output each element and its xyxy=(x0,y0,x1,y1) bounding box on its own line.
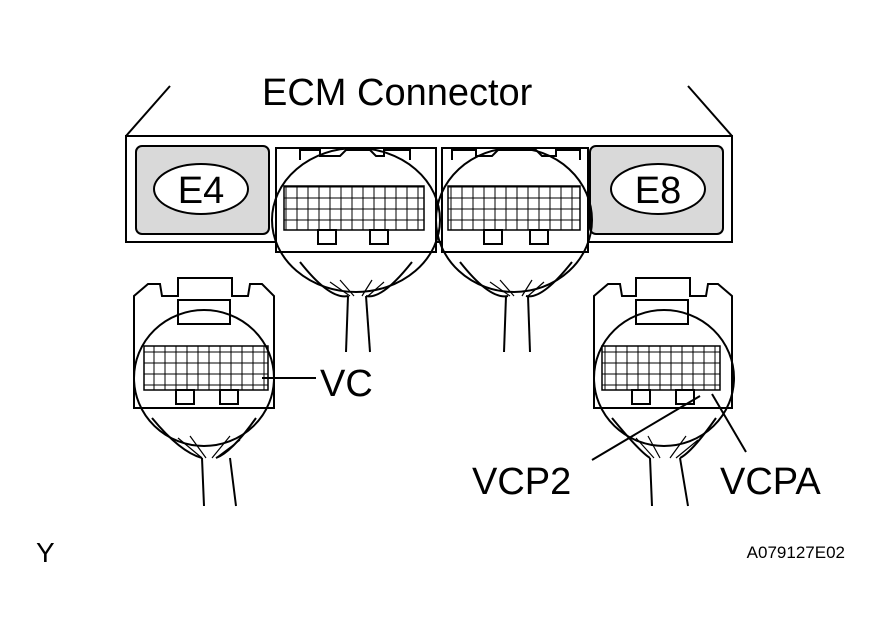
connector-badge-e4: E4 xyxy=(153,163,249,215)
diagram-title: ECM Connector xyxy=(262,72,533,114)
harness-connector-right xyxy=(593,277,735,507)
ecm-body-right-edge xyxy=(687,85,733,137)
pin-label-vc: VC xyxy=(320,363,373,405)
connector-badge-e8: E8 xyxy=(610,163,706,215)
pin-label-vcp2: VCP2 xyxy=(472,461,571,503)
ecm-socket-left-harness xyxy=(299,261,413,353)
badge-e8-label: E8 xyxy=(635,170,681,212)
corner-letter: Y xyxy=(36,537,55,568)
harness-connector-left xyxy=(133,277,275,507)
badge-e4-label: E4 xyxy=(178,170,224,212)
vcpa-leader-line xyxy=(711,393,747,453)
ecm-socket-left xyxy=(271,147,441,293)
ecm-body-left-edge xyxy=(125,85,171,137)
ecm-socket-right xyxy=(435,147,593,293)
pin-label-vcpa: VCPA xyxy=(720,461,821,503)
vcp2-leader-line xyxy=(591,395,701,461)
ecm-socket-right-harness xyxy=(459,261,573,353)
figure-code: A079127E02 xyxy=(747,543,845,562)
